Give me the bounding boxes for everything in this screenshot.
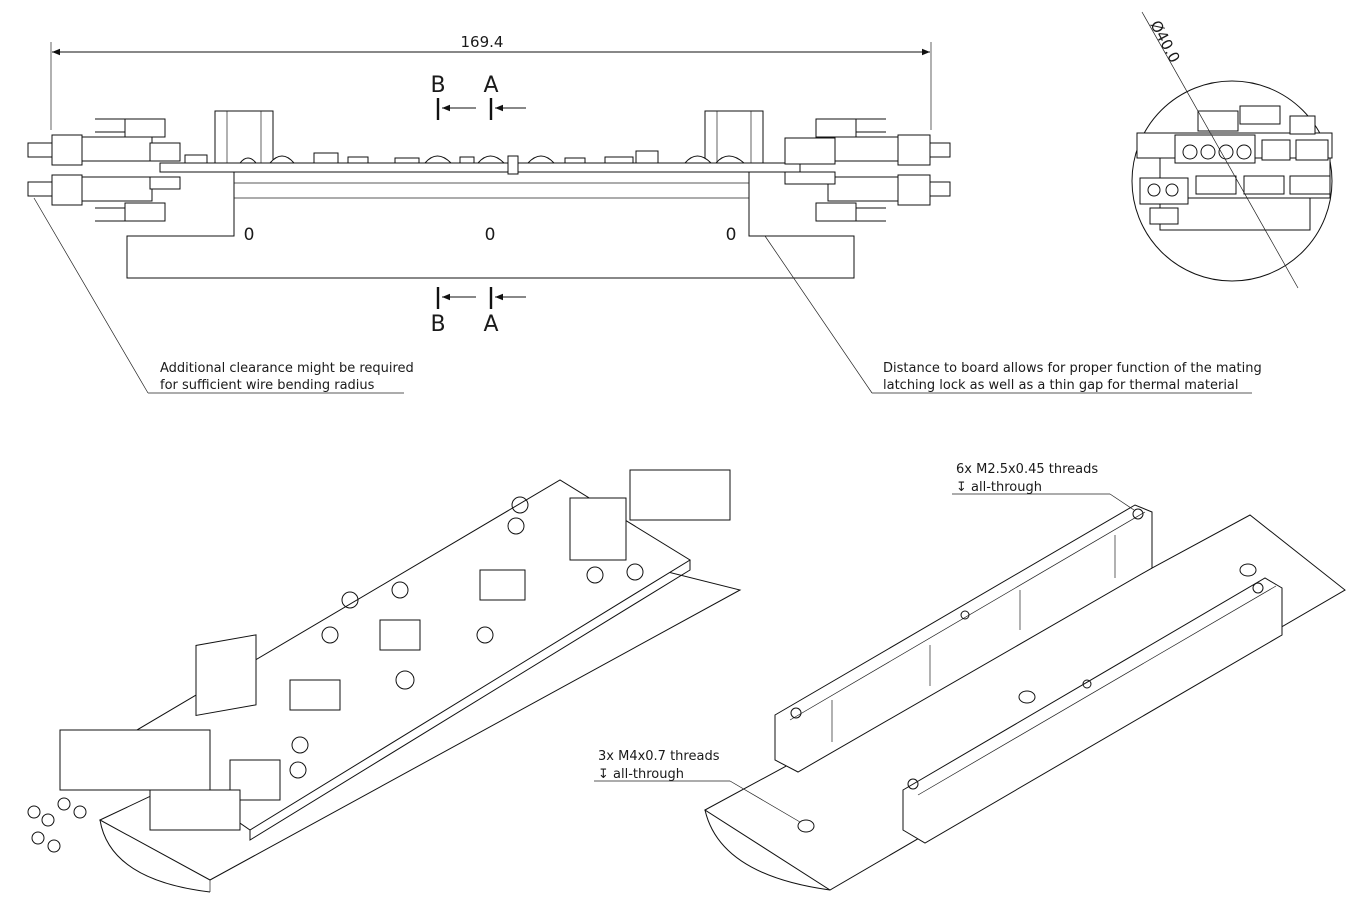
side-view: 169.4 xyxy=(27,33,1262,394)
section-b-top: B xyxy=(430,73,445,98)
heatsink-base xyxy=(126,171,855,279)
section-a-bottom: A xyxy=(483,312,498,337)
note-threads-small: 6x M2.5x0.45 threads ↧ all-through xyxy=(952,462,1135,511)
isometric-heatsink: 6x M2.5x0.45 threads ↧ all-through 3x M4… xyxy=(594,462,1346,891)
note-threads-small-line2: ↧ all-through xyxy=(956,480,1042,495)
section-a-top: A xyxy=(483,73,498,98)
note-threads-large-line1: 3x M4x0.7 threads xyxy=(598,749,720,764)
note-threads-large: 3x M4x0.7 threads ↧ all-through xyxy=(594,749,801,823)
note-clearance-line2: for sufficient wire bending radius xyxy=(160,378,375,393)
pcb-board xyxy=(159,162,801,173)
isometric-assembly xyxy=(27,469,742,893)
section-b-bottom: B xyxy=(430,312,445,337)
connector-left xyxy=(27,118,181,222)
overall-length-label: 169.4 xyxy=(461,33,504,51)
note-clearance-line1: Additional clearance might be required xyxy=(160,361,414,376)
note-board-distance-line2: latching lock as well as a thin gap for … xyxy=(883,378,1239,393)
pcb-components xyxy=(184,150,746,175)
note-board-distance-line1: Distance to board allows for proper func… xyxy=(883,361,1262,376)
inductor-left xyxy=(214,110,274,164)
note-threads-small-line1: 6x M2.5x0.45 threads xyxy=(956,462,1098,477)
hole-mark-right: 0 xyxy=(726,225,737,245)
note-clearance: Additional clearance might be required f… xyxy=(33,197,414,394)
overall-length-dimension: 169.4 xyxy=(50,33,932,130)
inductor-right xyxy=(704,110,764,164)
note-threads-large-line2: ↧ all-through xyxy=(598,767,684,782)
section-marker-bottom: B A xyxy=(430,287,526,337)
hole-mark-center: 0 xyxy=(485,225,496,245)
hole-mark-left: 0 xyxy=(244,225,255,245)
connector-right xyxy=(784,118,951,222)
section-marker-top: B A xyxy=(430,73,526,120)
end-view-detail: Ø40.0 xyxy=(1131,11,1333,289)
note-board-distance: Distance to board allows for proper func… xyxy=(764,235,1262,394)
detail-diameter-label: Ø40.0 xyxy=(1146,17,1183,65)
